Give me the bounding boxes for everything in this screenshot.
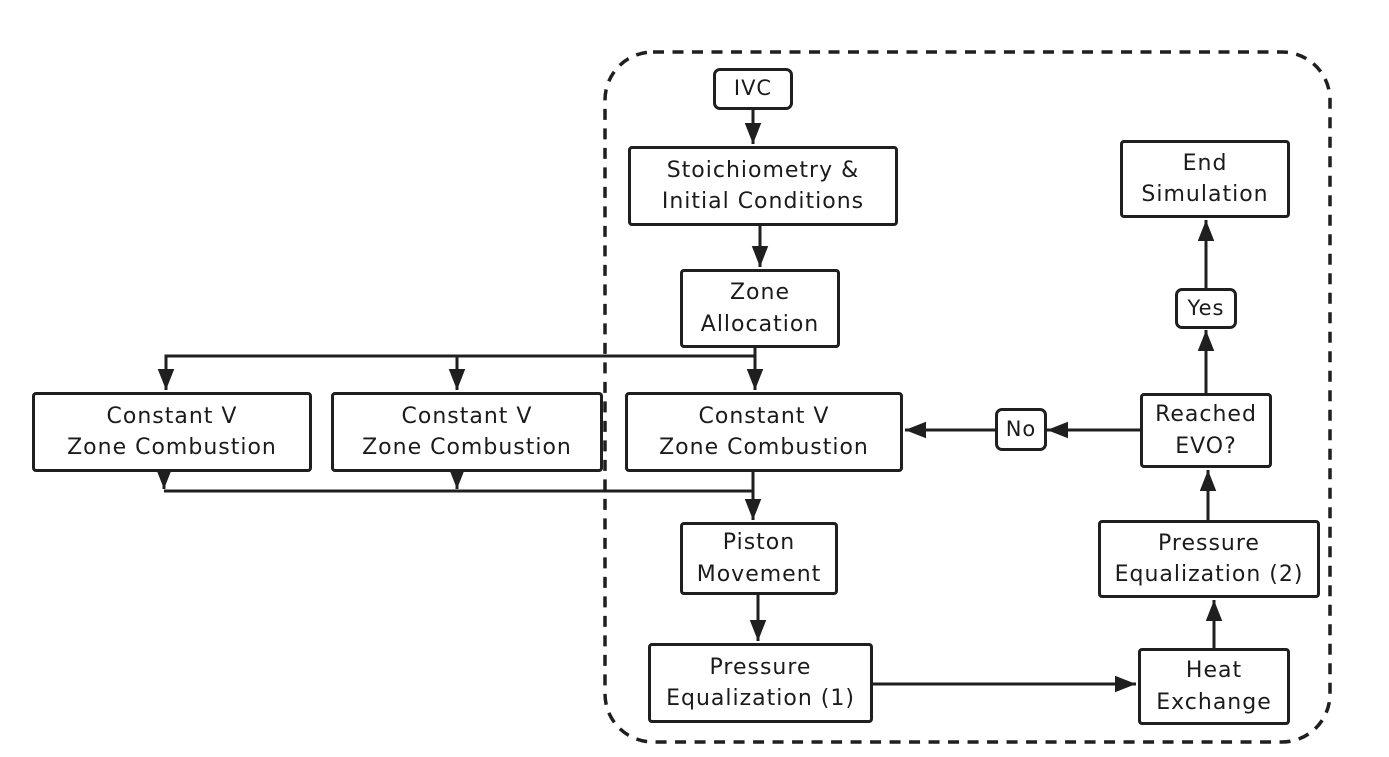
dashed-model-boundary: [603, 50, 1332, 744]
node-constant-v-middle: Constant V Zone Combustion: [331, 392, 603, 472]
node-constant-v-left: Constant V Zone Combustion: [32, 392, 312, 472]
node-decision-yes-label: Yes: [1187, 295, 1225, 320]
node-stoichiometry: Stoichiometry & Initial Conditions: [628, 146, 898, 226]
node-piston-movement: Piston Movement: [680, 522, 838, 595]
node-decision-no-label: No: [1005, 416, 1037, 441]
node-end-simulation-label: End Simulation: [1141, 150, 1269, 207]
node-constant-v-left-label: Constant V Zone Combustion: [67, 403, 277, 460]
node-pressure-equalization-1-label: Pressure Equalization (1): [666, 654, 855, 711]
node-constant-v-main-label: Constant V Zone Combustion: [659, 403, 869, 460]
node-heat-exchange-label: Heat Exchange: [1156, 658, 1272, 715]
node-heat-exchange: Heat Exchange: [1138, 648, 1290, 725]
edge-branch-to-constant-v-left: [157, 354, 755, 390]
node-end-simulation: End Simulation: [1120, 140, 1290, 218]
node-constant-v-main: Constant V Zone Combustion: [625, 392, 903, 472]
node-pressure-equalization-2: Pressure Equalization (2): [1098, 520, 1320, 598]
node-reached-evo-label: Reached EVO?: [1155, 402, 1257, 459]
node-stoichiometry-label: Stoichiometry & Initial Conditions: [661, 157, 865, 214]
node-piston-movement-label: Piston Movement: [696, 530, 822, 587]
node-reached-evo: Reached EVO?: [1140, 393, 1272, 468]
node-pressure-equalization-1: Pressure Equalization (1): [648, 643, 873, 723]
node-ivc-label: IVC: [733, 76, 773, 101]
node-pressure-equalization-2-label: Pressure Equalization (2): [1114, 530, 1304, 587]
node-decision-no: No: [995, 408, 1047, 451]
node-ivc: IVC: [713, 68, 793, 110]
node-decision-yes: Yes: [1175, 288, 1237, 329]
node-constant-v-middle-label: Constant V Zone Combustion: [362, 403, 572, 460]
node-zone-allocation-label: Zone Allocation: [700, 280, 820, 337]
node-zone-allocation: Zone Allocation: [680, 269, 840, 348]
